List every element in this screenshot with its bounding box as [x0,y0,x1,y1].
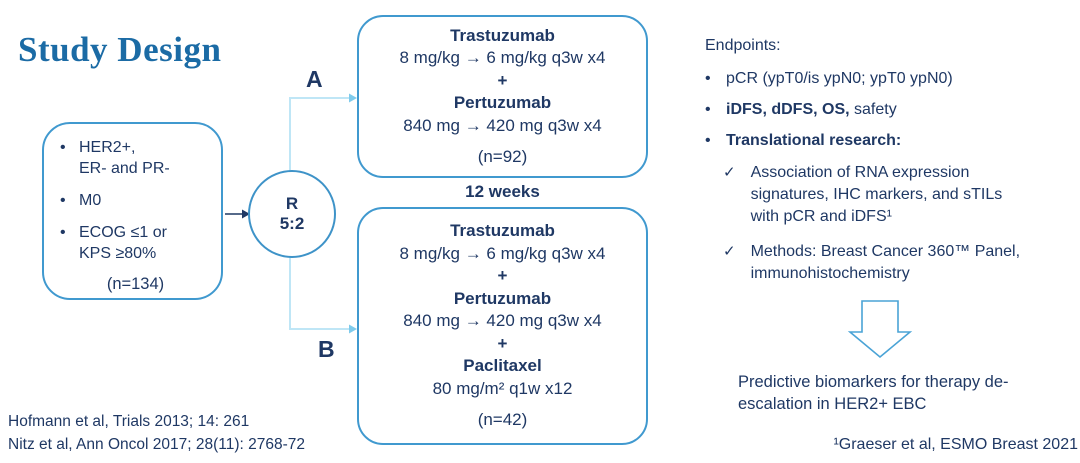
eligibility-text: M0 [79,190,101,211]
elbow-connector-arm-b [289,257,349,330]
bullet-icon: • [705,132,711,149]
arm-a-box: Trastuzumab 8 mg/kg → 6 mg/kg q3w x4 + P… [357,15,648,178]
arm-a-label: A [306,66,323,92]
endpoint-item: • pCR (ypT0/is ypN0; ypT0 ypN0) [705,69,1080,89]
endpoint-item: • Translational research: [705,131,1080,151]
translational-research-text: Association of RNA expression signatures… [750,164,1003,225]
conclusion-text: Predictive biomarkers for therapy de-esc… [738,373,1009,413]
endpoint-text: Translational research: [726,132,902,149]
eligibility-text: ECOG ≤1 or KPS ≥80% [79,222,167,264]
endpoint-text-regular: safety [854,101,897,118]
reference-line: Nitz et al, Ann Oncol 2017; 28(11): 2768… [8,436,305,453]
endpoint-text-bold: iDFS, dDFS, OS, [726,101,850,118]
bullet-icon: • [60,192,66,209]
eligibility-line: M0 [79,192,102,209]
arrowhead-arm-a-icon [349,93,357,103]
elbow-connector-arm-a [289,97,349,171]
references: Hofmann et al, Trials 2013; 14: 261 Nitz… [8,410,305,456]
translational-research-item: ✓ Association of RNA expression signatur… [723,162,1080,228]
translational-research-text: Methods: Breast Cancer 360™ Panel, immun… [750,243,1021,282]
endpoint-text: pCR (ypT0/is ypN0; ypT0 ypN0) [726,70,953,87]
enrollment-count-arm-a: (n=92) [477,147,528,166]
arm-b-box: Trastuzumab 8 mg/kg → 6 mg/kg q3w x4 + P… [357,207,648,445]
dose-line: 840 mg → 420 mg q3w x4 [403,311,602,331]
plus-sign: + [497,266,508,286]
eligibility-text: HER2+, ER- and PR- [79,137,170,179]
dose-line: 8 mg/kg → 6 mg/kg q3w x4 [399,48,606,67]
eligibility-line: HER2+, [79,139,136,156]
endpoint-text: iDFS, dDFS, OS, safety [726,100,897,120]
eligibility-line: ER- and PR- [79,160,170,177]
plus-sign: + [497,333,508,353]
endpoints-heading: Endpoints: [705,37,781,54]
randomization-ratio: 5:2 [279,214,305,233]
drug-name: Paclitaxel [463,356,542,376]
eligibility-box: • HER2+, ER- and PR- • M0 • ECOG ≤1 or K… [42,122,223,300]
endpoint-item: • iDFS, dDFS, OS, safety [705,100,1080,120]
eligibility-item: • ECOG ≤1 or KPS ≥80% [60,222,211,264]
dose-line: 80 mg/m² q1w x12 [432,378,573,398]
check-icon: ✓ [723,164,736,181]
drug-name: Pertuzumab [453,93,552,112]
eligibility-item: • HER2+, ER- and PR- [60,137,211,179]
enrollment-count-total: (n=134) [106,275,165,293]
page-title: Study Design [18,30,222,69]
check-icon: ✓ [723,243,736,260]
drug-name: Trastuzumab [450,221,555,241]
drug-name: Pertuzumab [453,288,552,308]
dose-line: 8 mg/kg → 6 mg/kg q3w x4 [399,243,606,263]
duration-label: 12 weeks [465,182,540,201]
randomization-letter: R [285,194,299,213]
enrollment-count-arm-b: (n=42) [477,410,528,430]
translational-research-item: ✓ Methods: Breast Cancer 360™ Panel, imm… [723,241,1080,285]
dose-line: 840 mg → 420 mg q3w x4 [403,115,602,135]
bullet-icon: • [60,224,66,241]
reference-line: Hofmann et al, Trials 2013; 14: 261 [8,413,250,430]
eligibility-line: ECOG ≤1 or [79,224,167,241]
bullet-icon: • [705,70,711,87]
arrowhead-randomization-icon [242,209,250,219]
eligibility-line: KPS ≥80% [79,245,157,262]
bullet-icon: • [60,139,66,156]
bullet-icon: • [705,101,711,118]
footnote-citation: ¹Graeser et al, ESMO Breast 2021 [833,436,1078,453]
plus-sign: + [497,70,508,90]
down-arrow-icon [847,300,913,359]
eligibility-item: • M0 [60,190,211,211]
randomization-circle: R 5:2 [248,170,336,258]
arm-b-label: B [318,336,335,362]
endpoints-panel: Endpoints: • pCR (ypT0/is ypN0; ypT0 ypN… [705,36,1080,298]
drug-name: Trastuzumab [450,25,555,45]
arrowhead-arm-b-icon [349,324,357,334]
